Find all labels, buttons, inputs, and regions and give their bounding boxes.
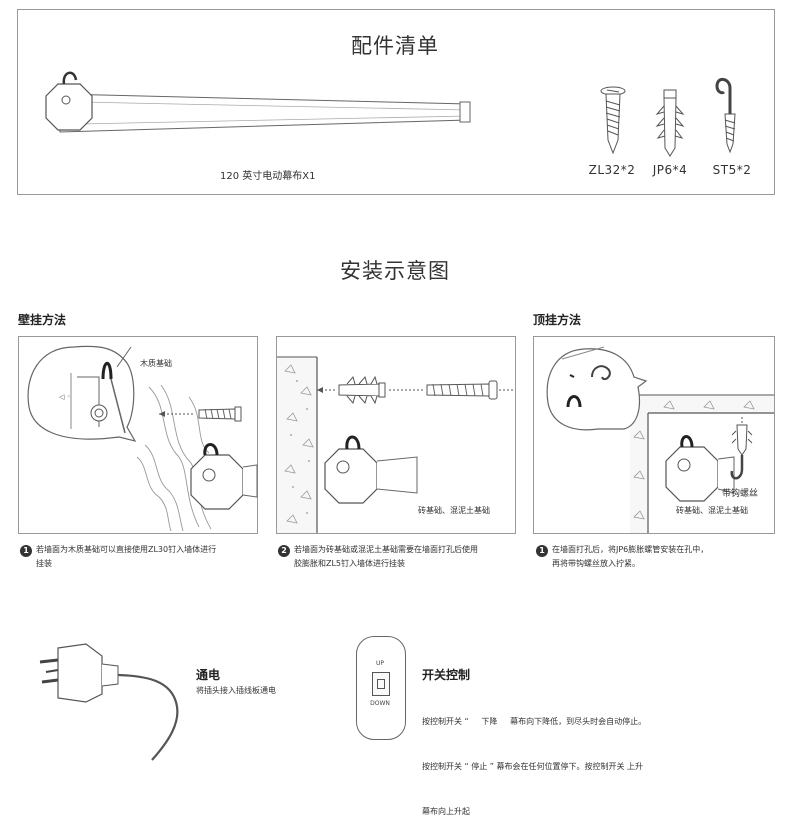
switch-rocker-button[interactable] [372, 672, 390, 696]
switch-desc-line2: 按控制开关 “ 停止 ” 幕布会在任何位置停下。按控制开关 上升 [422, 762, 644, 771]
switch-desc: 按控制开关 “ 下降 幕布向下降低，到尽头时会自动停止。 按控制开关 “ 停止 … [422, 684, 782, 834]
switch-down-label: DOWN [370, 700, 390, 707]
hook-screw-label: ST5*2 [712, 163, 752, 177]
wood-base-label: 木质基础 [140, 359, 172, 368]
power-plug-icon [39, 643, 179, 761]
hook-screw-icon [715, 78, 736, 154]
screen-tube-icon [45, 71, 471, 133]
screw-icon [600, 86, 626, 155]
note-2-number: 2 [278, 545, 290, 557]
accessories-panel [17, 9, 775, 195]
switch-desc-line3: 幕布向上升起 [422, 807, 470, 816]
ceiling-panel [533, 336, 775, 534]
ceiling-mount-heading: 顶挂方法 [533, 313, 582, 327]
power-title: 通电 [196, 668, 221, 682]
ceiling-install-illustration [546, 346, 774, 533]
hook-screw-caption: 带钩螺丝 [722, 489, 759, 499]
note-3-line2: 再将带钩螺丝放入拧紧。 [552, 559, 640, 568]
screen-label: 120 英寸电动幕布X1 [220, 171, 316, 182]
wood-install-illustration: ◁ ◦ [27, 345, 258, 532]
note-1-text: 若墙面为木质基础可以直接使用ZL30钉入墙体进行 挂装 [36, 543, 261, 571]
switch-title: 开关控制 [422, 668, 471, 682]
switch-up-label: UP [375, 660, 384, 667]
power-desc: 将插头接入插线板通电 [196, 686, 276, 695]
wall-brick-panel [276, 336, 516, 534]
wall-mount-heading: 壁挂方法 [18, 313, 67, 327]
note-2-line1: 若墙面为砖基础或混泥土基础需要在墙面打孔后使用 [294, 545, 478, 554]
note-1-line2: 挂装 [36, 559, 52, 568]
screw-label: ZL32*2 [588, 163, 636, 177]
brick-base-label: 砖基础、混泥土基础 [418, 506, 490, 515]
note-3-line1: 在墙面打孔后，将JP6膨胀螺管安装在孔中， [552, 545, 709, 554]
note-2-line2: 胶膨胀和ZL5钉入墙体进行挂装 [294, 559, 406, 568]
wall-wood-panel [18, 336, 258, 534]
wall-plug-label: JP6*4 [652, 163, 688, 177]
switch-rocker-mark [377, 679, 385, 689]
note-1-number: 1 [20, 545, 32, 557]
svg-text:◁ ◦: ◁ ◦ [59, 393, 71, 401]
accessories-title: 配件清单 [351, 34, 439, 58]
install-title: 安装示意图 [340, 259, 450, 283]
note-1-line1: 若墙面为木质基础可以直接使用ZL30钉入墙体进行 [36, 545, 217, 554]
brick-install-illustration [277, 356, 513, 533]
note-3-number: 1 [536, 545, 548, 557]
switch-desc-line1: 按控制开关 “ 下降 幕布向下降低，到尽头时会自动停止。 [422, 717, 647, 726]
note-3-text: 在墙面打孔后，将JP6膨胀螺管安装在孔中， 再将带钩螺丝放入拧紧。 [552, 543, 777, 571]
ceiling-brick-label: 砖基础、混泥土基础 [676, 506, 748, 515]
wall-plug-icon [655, 89, 685, 157]
note-2-text: 若墙面为砖基础或混泥土基础需要在墙面打孔后使用 胶膨胀和ZL5钉入墙体进行挂装 [294, 543, 529, 571]
